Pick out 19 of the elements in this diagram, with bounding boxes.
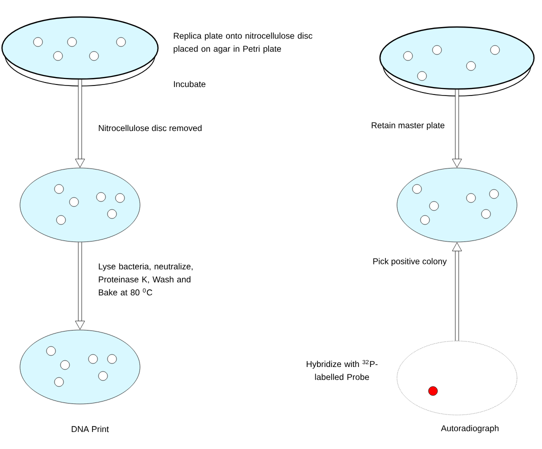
hollow-arrow bbox=[452, 242, 462, 341]
caption-text: Replica plate onto nitrocellulose disc placed on agar in Petri plate bbox=[174, 32, 312, 54]
edge-label: Lyse bacteria, neutralize, Proteinase K, Wash and Bake at 80 $^{0}$C bbox=[98, 263, 193, 296]
plate-drawing bbox=[20, 330, 140, 404]
hollow-arrow bbox=[75, 80, 85, 168]
petri-dish-drawing bbox=[1, 16, 159, 86]
plate-drawing bbox=[20, 168, 140, 242]
caption-text: DNA Print bbox=[72, 426, 109, 432]
caption-text: Autoradiograph bbox=[440, 425, 498, 433]
edge-label: Retain master plate bbox=[372, 122, 444, 130]
hollow-arrow bbox=[75, 242, 85, 330]
plate-drawing bbox=[396, 168, 518, 242]
caption-text: Incubate bbox=[174, 80, 206, 88]
edge-label: Pick positive colony bbox=[373, 258, 447, 266]
petri-dish-drawing bbox=[379, 26, 535, 96]
hollow-arrow bbox=[452, 90, 462, 168]
autoradiograph-drawing bbox=[396, 340, 518, 416]
caption-text: Hybridize with $^{32}$P-labelled Probe bbox=[306, 360, 378, 380]
edge-label: Nitrocellulose disc removed bbox=[98, 124, 202, 132]
